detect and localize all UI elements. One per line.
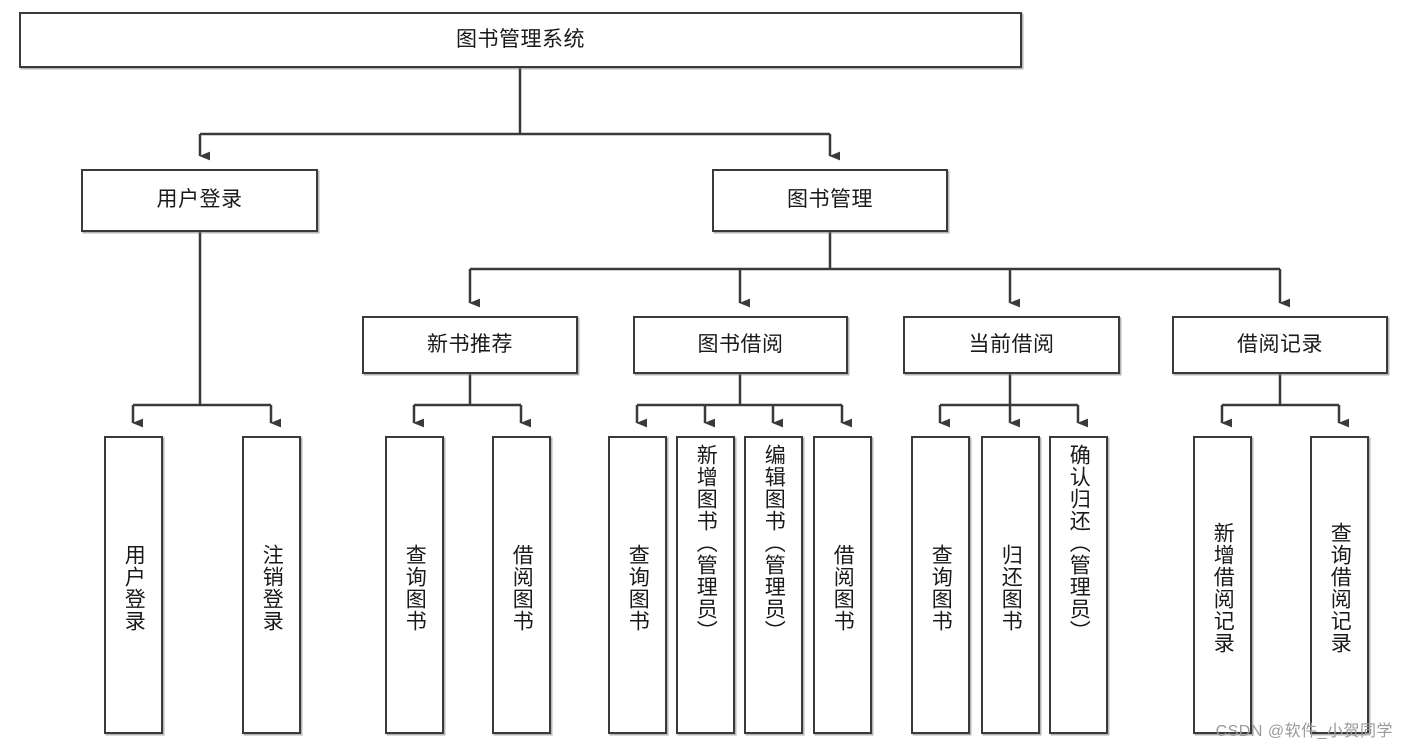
leaf-label: 查询图书 — [929, 544, 953, 632]
node-label: 用户登录 — [156, 188, 243, 212]
node-label: 图书管理系统 — [456, 27, 585, 51]
leaf-borrow-book-recommend[interactable]: 借阅图书 — [492, 436, 551, 734]
node-label: 图书借阅 — [697, 332, 784, 356]
leaf-query-book-current[interactable]: 查询图书 — [911, 436, 970, 734]
node-user-login[interactable]: 用户登录 — [81, 169, 318, 232]
leaf-label: 借阅图书 — [510, 544, 534, 632]
node-new-book-recommend[interactable]: 新书推荐 — [362, 316, 578, 374]
leaf-borrow-book[interactable]: 借阅图书 — [813, 436, 872, 734]
leaf-label: 编辑图书（管理员） — [762, 444, 786, 642]
leaf-user-login[interactable]: 用户登录 — [104, 436, 163, 734]
leaf-label: 借阅图书 — [831, 544, 855, 632]
leaf-logout-login[interactable]: 注销登录 — [242, 436, 301, 734]
csdn-watermark: CSDN @软件_小贺同学 — [1215, 723, 1393, 740]
leaf-return-book[interactable]: 归还图书 — [981, 436, 1040, 734]
leaf-label: 归还图书 — [999, 544, 1023, 632]
leaf-edit-book-admin[interactable]: 编辑图书（管理员） — [744, 436, 803, 734]
leaf-label: 查询图书 — [626, 544, 650, 632]
leaf-label: 查询借阅记录 — [1328, 522, 1352, 654]
node-label: 新书推荐 — [427, 332, 513, 356]
leaf-label: 查询图书 — [403, 544, 427, 632]
node-book-borrow[interactable]: 图书借阅 — [633, 316, 848, 374]
leaf-label: 确认归还（管理员） — [1067, 444, 1091, 642]
leaf-label: 用户登录 — [122, 544, 146, 632]
node-borrow-record[interactable]: 借阅记录 — [1172, 316, 1388, 374]
leaf-query-book-borrow[interactable]: 查询图书 — [608, 436, 667, 734]
leaf-add-borrow-record[interactable]: 新增借阅记录 — [1193, 436, 1252, 734]
leaf-label: 新增借阅记录 — [1211, 522, 1235, 654]
node-label: 借阅记录 — [1237, 332, 1323, 356]
leaf-label: 新增图书（管理员） — [694, 444, 718, 642]
leaf-query-book-recommend[interactable]: 查询图书 — [385, 436, 444, 734]
leaf-add-book-admin[interactable]: 新增图书（管理员） — [676, 436, 735, 734]
node-book-management-system[interactable]: 图书管理系统 — [19, 12, 1022, 68]
node-book-management[interactable]: 图书管理 — [712, 169, 948, 232]
node-current-borrow[interactable]: 当前借阅 — [903, 316, 1120, 374]
node-label: 当前借阅 — [968, 332, 1055, 356]
leaf-query-borrow-record[interactable]: 查询借阅记录 — [1310, 436, 1369, 734]
node-label: 图书管理 — [787, 188, 873, 212]
leaf-label: 注销登录 — [260, 544, 284, 632]
leaf-confirm-return-admin[interactable]: 确认归还（管理员） — [1049, 436, 1108, 734]
